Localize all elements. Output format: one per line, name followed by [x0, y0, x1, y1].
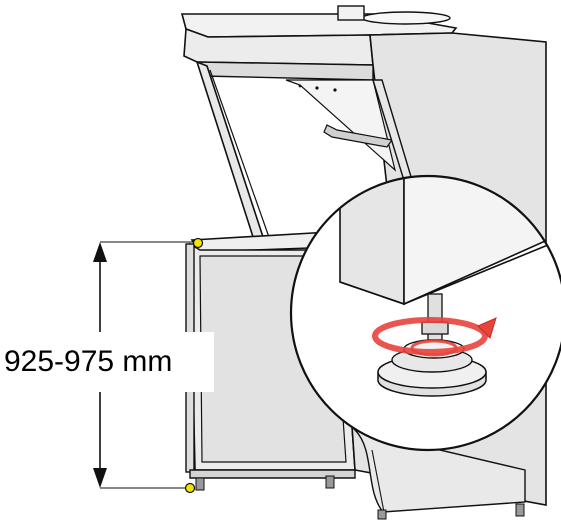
hood-screw — [298, 84, 302, 88]
rotation-arrow-icon — [477, 317, 497, 339]
cabinet-side-curtain — [352, 428, 526, 513]
height-range-label: 925-975 mm — [0, 332, 214, 392]
cabinet-foot — [195, 477, 205, 491]
cabinet-curtain-fold — [371, 449, 385, 513]
cabinet-foot — [325, 475, 335, 489]
top-measure-marker — [192, 237, 204, 249]
hood-cross-brace — [323, 124, 394, 148]
rotation-ring-inner — [410, 339, 458, 357]
cabinet-foot — [515, 503, 525, 517]
detail-leveling-nut — [421, 321, 449, 335]
hood-screw — [315, 86, 319, 90]
bottom-measure-marker — [184, 482, 196, 494]
hood-top-stub — [337, 5, 365, 21]
cabinet-foot — [377, 509, 387, 520]
detail-cabinet-edge — [403, 239, 561, 305]
hood-vent — [361, 11, 451, 25]
detail-circle-border — [289, 174, 561, 452]
rotation-ring — [372, 317, 488, 355]
foot-detail-callout — [289, 174, 561, 452]
hood-left-strut — [195, 60, 266, 241]
detail-cabinet-edge — [339, 281, 405, 305]
dimension-arrowhead-down — [93, 468, 107, 488]
hood-under-rail — [195, 61, 374, 81]
dimension-arrowhead-up — [93, 242, 107, 262]
hood-inner-diagonal — [209, 69, 271, 241]
hood-screw — [333, 88, 337, 92]
hood-inner-back — [285, 79, 397, 172]
cabinet-bottom-rail — [189, 469, 356, 479]
